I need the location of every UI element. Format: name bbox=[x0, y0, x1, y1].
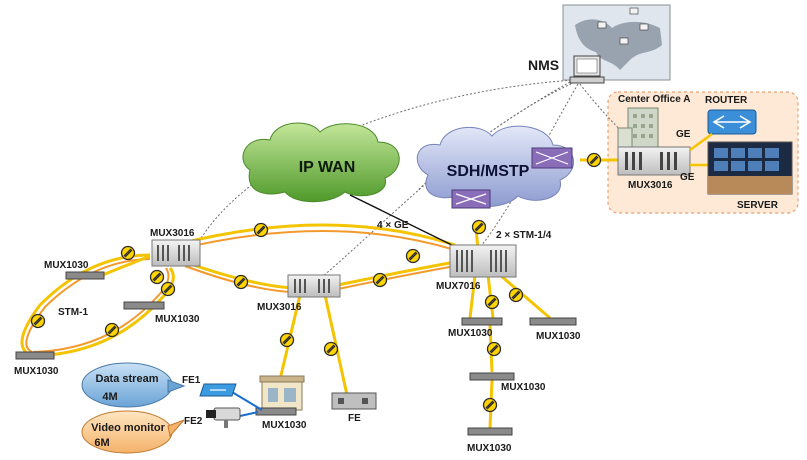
connector-marker bbox=[323, 341, 339, 357]
data-stream-label: Data stream bbox=[96, 373, 159, 385]
fe2-link bbox=[239, 411, 259, 417]
sdh-mstp-label: SDH/MSTP bbox=[447, 163, 530, 180]
mux1030-bottom-label: MUX1030 bbox=[262, 420, 307, 431]
nms-map-icon bbox=[562, 4, 671, 81]
connector-marker bbox=[471, 219, 487, 235]
connector-marker bbox=[149, 269, 165, 285]
link-stm-label: 2 × STM-1/4 bbox=[496, 230, 552, 241]
connector-marker bbox=[405, 248, 421, 264]
mux1030-r1-label: MUX1030 bbox=[448, 328, 493, 339]
mux1030-left-bottom-label: MUX1030 bbox=[14, 366, 59, 377]
mux1030-left-mid-device bbox=[123, 301, 165, 310]
store-building-icon bbox=[259, 375, 305, 411]
connector-marker bbox=[586, 152, 602, 168]
mux1030-r3-label: MUX1030 bbox=[501, 382, 546, 393]
mux3016-center-device bbox=[617, 146, 691, 176]
connector-marker bbox=[372, 272, 388, 288]
mux1030-left-mid-label: MUX1030 bbox=[155, 314, 200, 325]
mux1030-r3-device bbox=[469, 372, 515, 381]
nms-computer-icon bbox=[569, 55, 605, 84]
ge-label-router: GE bbox=[676, 129, 691, 140]
ip-wan-cloud: IP WAN bbox=[242, 122, 400, 203]
mux3016-mid-device bbox=[287, 274, 341, 298]
fe1-link bbox=[231, 391, 263, 411]
connector-marker bbox=[120, 245, 136, 261]
connector-marker bbox=[104, 322, 120, 338]
fe-label: FE bbox=[348, 413, 361, 424]
connector-marker bbox=[233, 274, 249, 290]
connector-marker bbox=[508, 287, 524, 303]
router-label: ROUTER bbox=[705, 95, 748, 106]
mux1030-left-bottom-device bbox=[15, 351, 55, 360]
connector-marker bbox=[482, 397, 498, 413]
fe1-label: FE1 bbox=[182, 375, 201, 386]
link-4ge bbox=[349, 194, 463, 251]
mux1030-r2-device bbox=[529, 317, 577, 326]
stm1-label: STM-1 bbox=[58, 307, 88, 318]
mux7016-label: MUX7016 bbox=[436, 281, 481, 292]
mux3016-left-device bbox=[151, 239, 201, 267]
data-stream-bubble: Data stream 4M bbox=[81, 362, 186, 408]
link-4ge-label: 4 × GE bbox=[377, 220, 409, 231]
switch-icon bbox=[199, 383, 237, 397]
fe-converter-device bbox=[331, 392, 377, 410]
mux3016-center-label: MUX3016 bbox=[628, 180, 673, 191]
sdh-mstp-cloud: SDH/MSTP bbox=[416, 125, 575, 209]
ip-wan-label: IP WAN bbox=[299, 159, 356, 176]
ge-label-server: GE bbox=[680, 172, 695, 183]
mux1030-left-top-device bbox=[65, 271, 105, 280]
fe2-label: FE2 bbox=[184, 416, 203, 427]
connector-marker bbox=[30, 313, 46, 329]
mux1030-r2-label: MUX1030 bbox=[536, 331, 581, 342]
server-room-icon bbox=[707, 141, 793, 195]
nms-label: NMS bbox=[528, 57, 559, 73]
sdh-node-icon bbox=[451, 189, 491, 209]
data-stream-rate: 4M bbox=[102, 391, 117, 403]
center-office-label: Center Office A bbox=[618, 94, 690, 105]
mux1030-r4-device bbox=[467, 427, 513, 436]
mux3016-mid-label: MUX3016 bbox=[257, 302, 302, 313]
sdh-node-icon bbox=[531, 147, 573, 169]
router-icon bbox=[707, 109, 757, 135]
fiber-rings bbox=[20, 223, 456, 358]
mux7016-device bbox=[449, 244, 517, 278]
server-label: SERVER bbox=[737, 200, 779, 211]
ge-link-router bbox=[689, 132, 713, 152]
mux1030-r4-label: MUX1030 bbox=[467, 443, 512, 454]
connector-marker bbox=[160, 281, 176, 297]
mux3016-left-label: MUX3016 bbox=[150, 228, 195, 239]
mux1030-r1-device bbox=[461, 317, 503, 326]
connector-marker bbox=[279, 332, 295, 348]
connector-marker bbox=[486, 341, 502, 357]
video-monitor-rate: 6M bbox=[94, 437, 109, 449]
video-monitor-bubble: Video monitor 6M bbox=[81, 410, 185, 454]
camera-icon bbox=[206, 407, 241, 428]
connector-marker bbox=[484, 294, 500, 310]
mux1030-left-top-label: MUX1030 bbox=[44, 260, 89, 271]
connector-marker bbox=[253, 222, 269, 238]
video-monitor-label: Video monitor bbox=[91, 422, 165, 434]
